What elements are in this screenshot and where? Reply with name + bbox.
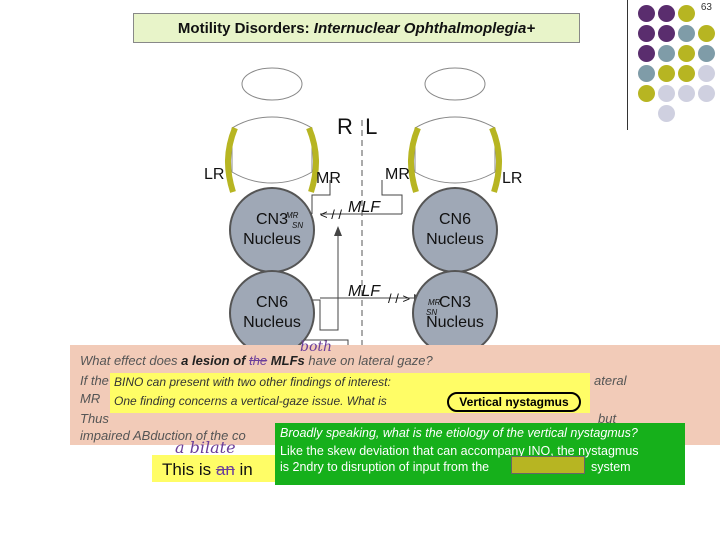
- bino-line-1: BINO can present with two other findings…: [114, 375, 391, 389]
- decorative-dot-grid: [638, 5, 718, 122]
- question-line-4-right: but: [598, 411, 617, 426]
- dot: [698, 85, 715, 102]
- etiology-panel: Broadly speaking, what is the etiology o…: [275, 423, 685, 485]
- mlf-top-label: MLF: [348, 199, 380, 216]
- lesion-mark-top: < / /: [320, 207, 342, 222]
- dot: [638, 5, 655, 22]
- left-lateral-rectus-muscle: [224, 126, 238, 193]
- title-prefix: Motility Disorders:: [177, 19, 314, 37]
- handwritten-a-bilateral: a bilate: [175, 438, 236, 457]
- right-medial-rectus-muscle: [407, 126, 421, 193]
- dot: [658, 85, 675, 102]
- cn6-left-nucleus: CN6 Nucleus: [229, 270, 315, 356]
- question-line-2-left: If the: [80, 373, 109, 388]
- cn6-right-nucleus: CN6 Nucleus: [412, 187, 498, 273]
- cn6-left-to-cn3-right-path: [310, 230, 339, 331]
- dot: [638, 65, 655, 82]
- mr-subnucleus-bottom: MR: [428, 298, 441, 307]
- dot: [698, 25, 715, 42]
- right-eye-globe: [414, 116, 496, 184]
- slide-number: 63: [700, 2, 712, 13]
- lr-right-label: LR: [502, 170, 523, 187]
- summary-rest: in: [234, 460, 253, 479]
- cn3-left-path: [311, 180, 331, 214]
- right-eye-cornea: [424, 67, 486, 101]
- summary-strike: an: [215, 460, 235, 479]
- title-emphasis: Internuclear Ophthalmoplegia+: [313, 19, 536, 37]
- etiology-line-3: is 2ndry to disruption of input from the: [280, 460, 490, 474]
- dot: [638, 45, 655, 62]
- dot: [698, 65, 715, 82]
- question-line-2-right: ateral: [594, 373, 627, 388]
- cn6-left-label: CN6 Nucleus: [243, 294, 301, 331]
- dot: [658, 65, 675, 82]
- summary-text: This is an in: [162, 460, 253, 480]
- q-line1-mlfs: MLFs: [270, 353, 305, 368]
- question-line-4-left: Thus: [80, 411, 109, 426]
- mr-left-label: MR: [316, 170, 341, 187]
- arrow-head-up: [334, 226, 342, 236]
- left-medial-rectus-muscle: [306, 126, 320, 193]
- dot: [638, 25, 655, 42]
- dot: [678, 25, 695, 42]
- etiology-blank-box[interactable]: [511, 456, 585, 474]
- cn6-right-label: CN6 Nucleus: [426, 211, 484, 248]
- decorative-vertical-line: [627, 0, 628, 130]
- etiology-line-3-end: system: [591, 460, 631, 474]
- left-eye-globe: [231, 116, 313, 184]
- question-line-3-left: MR: [80, 391, 101, 406]
- dot: [678, 45, 695, 62]
- dot: [678, 5, 695, 22]
- etiology-line-1: Broadly speaking, what is the etiology o…: [280, 426, 638, 440]
- mr-subnucleus-top: MR: [286, 211, 299, 220]
- dot: [698, 45, 715, 62]
- q-line1-bold: a lesion of: [181, 353, 246, 368]
- summary-box: [152, 455, 275, 482]
- q-line1-start: What effect does: [80, 353, 182, 368]
- cn3-left-nucleus: CN3 Nucleus: [229, 187, 315, 273]
- dot: [638, 85, 655, 102]
- mr-right-label: MR: [385, 166, 410, 183]
- dot: [658, 45, 675, 62]
- question-line-5: impaired ABduction of the co: [80, 428, 246, 443]
- rl-label: R L: [337, 114, 378, 139]
- cn3-right-label: CN3 Nucleus: [426, 294, 484, 331]
- question-line-1: What effect does a lesion of the MLFs ha…: [80, 353, 433, 368]
- bino-line-2: One finding concerns a vertical-gaze iss…: [114, 394, 387, 408]
- dot: [678, 65, 695, 82]
- left-eye-cornea: [241, 67, 303, 101]
- cn6-right-path: [381, 180, 403, 214]
- right-lateral-rectus-muscle: [489, 126, 503, 193]
- answer-vertical-nystagmus[interactable]: Vertical nystagmus: [447, 392, 581, 412]
- summary-this-is: This is: [162, 460, 212, 479]
- dot: [658, 25, 675, 42]
- q-line1-strike: the: [249, 353, 268, 368]
- slide-title: Motility Disorders: Internuclear Ophthal…: [133, 13, 580, 43]
- cn3-right-nucleus: CN3 Nucleus: [412, 270, 498, 356]
- lr-left-label: LR: [204, 166, 225, 183]
- sn-top: SN: [292, 221, 304, 230]
- lesion-mark-bottom: / / >: [388, 291, 410, 306]
- etiology-line-2: Like the skew deviation that can accompa…: [280, 444, 639, 458]
- dot: [658, 5, 675, 22]
- q-line1-end: have on lateral gaze?: [304, 353, 433, 368]
- cn3-left-label: CN3 Nucleus: [243, 211, 301, 248]
- mlf-bottom-label: MLF: [348, 283, 380, 300]
- handwritten-both: both: [300, 339, 333, 355]
- sn-bottom: SN: [426, 308, 438, 317]
- dot: [678, 85, 695, 102]
- dot: [658, 105, 675, 122]
